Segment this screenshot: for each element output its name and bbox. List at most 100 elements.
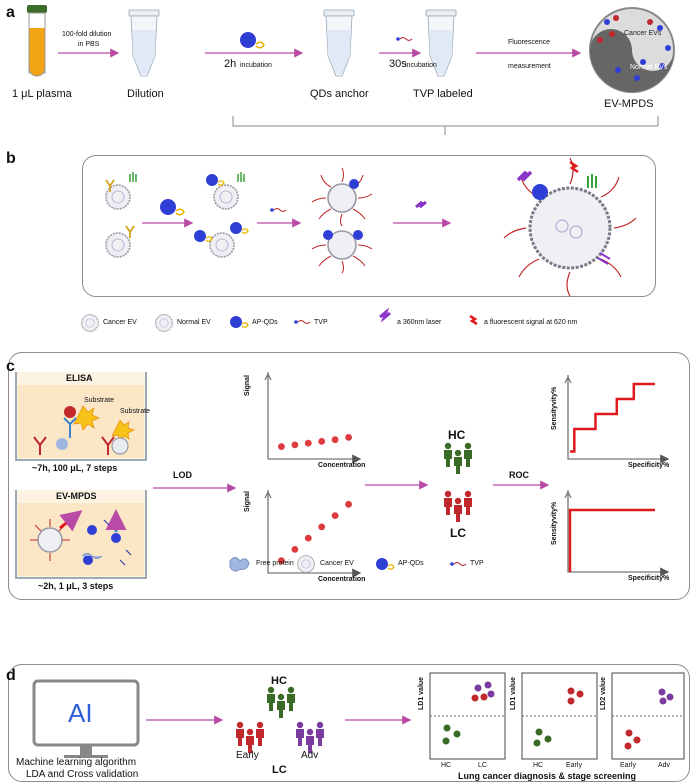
substrate-label-2: Substrate	[120, 408, 150, 415]
tvp-labeled-label: TVP labeled	[413, 88, 473, 100]
ld-plot-1	[429, 672, 506, 760]
dilution-note-1: 100-fold dilution	[62, 31, 112, 38]
stage-screening-caption: Lung cancer diagnosis & stage screening	[458, 771, 637, 781]
computer-monitor-icon	[32, 679, 140, 758]
ml-line-1: Machine learning algorithm	[16, 757, 137, 768]
ld-plot-2	[521, 672, 598, 760]
panel-label-b: b	[6, 150, 16, 167]
dilution-label: Dilution	[127, 88, 164, 100]
lc-label-d: LC	[272, 764, 287, 776]
ml-line-2: LDA and Cross validation	[26, 769, 139, 780]
elisa-well	[15, 372, 147, 461]
adv-people-icon	[296, 721, 324, 753]
signal-chart-bottom-axes	[264, 490, 362, 578]
specificity-label-bottom: Specificity%	[628, 575, 670, 582]
ld-plot-3-x2: Adv	[658, 762, 671, 769]
ld-plot-2-x1: HC	[533, 762, 544, 769]
signal-point	[291, 441, 299, 449]
lc-label-c: LC	[450, 526, 466, 540]
panel-c-legend-icons	[229, 555, 467, 573]
sensitivity-label-top: Sensityvity%	[551, 386, 558, 430]
legend-cancer-ev-c: Cancer EV	[320, 560, 354, 567]
qds-anchor-label: QDs anchor	[310, 88, 369, 100]
signal-point	[345, 434, 352, 441]
early-label: Early	[236, 750, 259, 761]
dilution-note-2: in PBS	[78, 41, 100, 48]
panel-label-c: c	[6, 358, 15, 375]
hc-label-d: HC	[271, 675, 287, 687]
substrate-label-1: Substrate	[84, 397, 114, 404]
measure-note-2: measurement	[508, 63, 551, 70]
ev-mpds-result-label: EV-MPDS	[604, 98, 654, 110]
legend-laser: a 360nm laser	[397, 319, 442, 326]
roc-curve-bottom	[568, 508, 655, 572]
signal-chart-top-axes	[264, 372, 362, 464]
roc-curve-top	[570, 382, 655, 453]
ld-plot-3-x1: Early	[620, 762, 636, 769]
ai-label: AI	[68, 698, 93, 728]
panel-b-legend-icons	[81, 307, 478, 332]
signal-chart-top-points	[278, 434, 352, 450]
concentration-label-bottom: Concentration	[318, 576, 366, 583]
panel-b-process	[105, 157, 637, 297]
lod-label: LOD	[173, 470, 192, 480]
ev-mpds-result-disc	[589, 7, 675, 93]
signal-point	[304, 534, 312, 542]
signal-chart-bottom-points	[278, 500, 352, 565]
incubation-2-time: 30s	[389, 58, 407, 70]
adv-label: Adv	[301, 750, 319, 761]
signal-point	[278, 557, 285, 565]
legend-ap-qds-c: AP-QDs	[398, 560, 424, 567]
early-people-icon	[236, 721, 264, 753]
roc-chart-bottom-axes	[564, 490, 670, 577]
plasma-label: 1 μL plasma	[12, 88, 72, 100]
roc-label: ROC	[509, 470, 529, 480]
signal-point	[345, 500, 352, 508]
specificity-label-top: Specificity%	[628, 462, 670, 469]
ev-mpds-well	[15, 490, 147, 579]
measure-note-1: Fluorescence	[508, 39, 551, 46]
elisa-title: ELISA	[66, 373, 93, 383]
signal-point	[318, 523, 326, 531]
qd-reagent-icon	[240, 32, 265, 49]
incubation-1-time: 2h	[224, 58, 237, 70]
ld-plot-1-x1: HC	[441, 762, 452, 769]
legend-cancer-ev: Cancer EV	[103, 319, 137, 326]
signal-point	[304, 439, 312, 447]
signal-point	[318, 438, 326, 445]
ev-mpds-desc: ~2h, 1 μL, 3 steps	[38, 581, 114, 591]
ld-plot-1-x2: LC	[478, 762, 487, 769]
lc-group-icon	[444, 490, 472, 522]
signal-point	[331, 436, 339, 444]
roc-chart-top-axes	[564, 375, 670, 464]
legend-ap-qds: AP-QDs	[252, 319, 278, 326]
tvp-reagent-icon	[395, 36, 413, 42]
cancer-evs-label: Cancer EVs	[624, 30, 662, 37]
elisa-desc: ~7h, 100 μL, 7 steps	[32, 463, 118, 473]
signal-label-bottom: Signal	[244, 490, 251, 512]
hc-label-c: HC	[448, 428, 466, 442]
signal-label-top: Signal	[244, 374, 251, 396]
hc-group-icon	[444, 442, 472, 474]
sensitivity-label-bottom: Sensityvity%	[551, 501, 558, 545]
legend-tvp-c: TVP	[470, 560, 484, 567]
legend-signal: a fluorescent signal at 620 nm	[484, 319, 578, 326]
plasma-tube	[27, 5, 47, 77]
legend-free-protein: Free protein	[256, 560, 294, 567]
ld-plot-3-ylabel: LD2 value	[600, 676, 607, 710]
signal-point	[291, 546, 299, 553]
ld-plot-2-x2: Early	[566, 762, 582, 769]
ld-plot-1-ylabel: LD1 value	[418, 676, 425, 710]
normal-evs-label: Normal EVs	[630, 64, 668, 71]
incubation-1-word: incubation	[240, 62, 272, 69]
ev-mpds-title: EV-MPDS	[56, 491, 97, 501]
panel-label-a: a	[6, 4, 15, 21]
ld-plot-2-ylabel: LD1 value	[510, 676, 517, 710]
concentration-label-top: Concentration	[318, 462, 366, 469]
legend-normal-ev: Normal EV	[177, 319, 211, 326]
panel-label-d: d	[6, 667, 16, 684]
incubation-2-word: incubation	[405, 62, 437, 69]
legend-tvp: TVP	[314, 319, 328, 326]
signal-point	[278, 443, 285, 450]
